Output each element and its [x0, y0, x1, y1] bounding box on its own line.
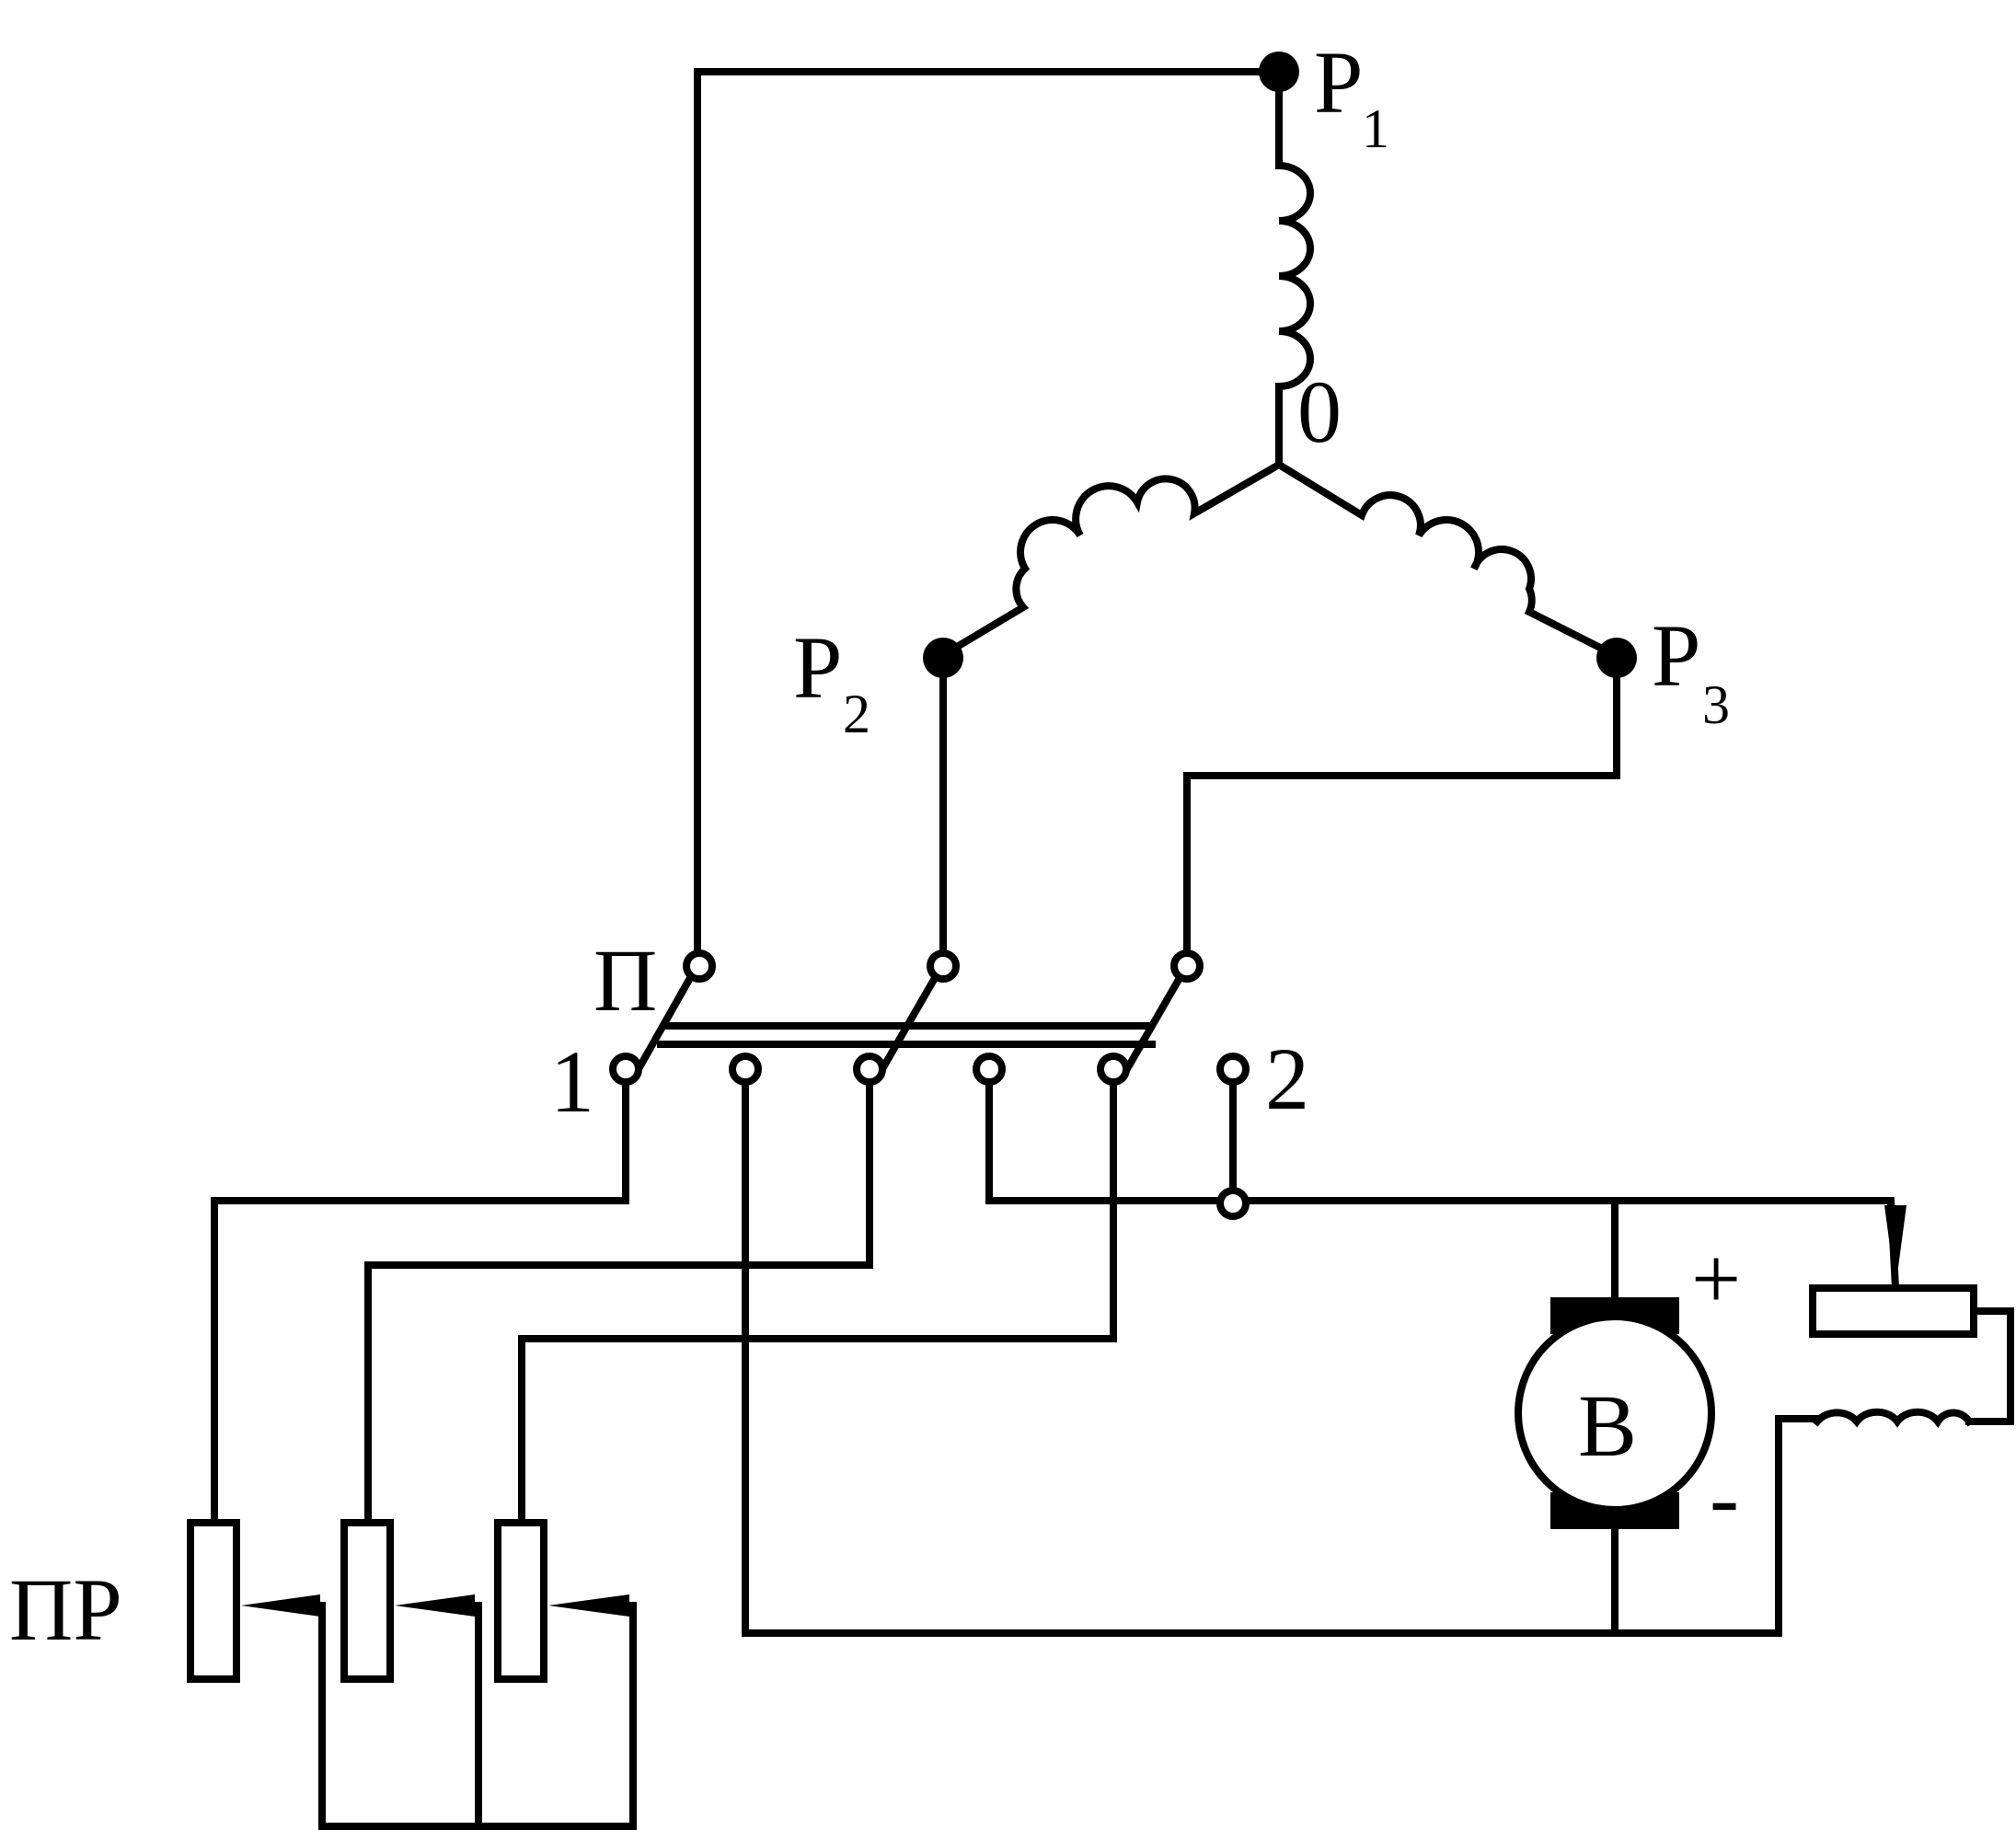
wire-contact-1a	[211, 1078, 629, 1526]
label-neutral: 0	[1297, 363, 1342, 461]
switch-blade-1	[634, 973, 696, 1073]
winding-p3	[1273, 459, 1620, 661]
wire-contact-2a	[364, 1078, 873, 1526]
generator-body	[1515, 1313, 1715, 1513]
switch-p	[609, 950, 1250, 1086]
contact-2a	[853, 1053, 886, 1086]
resistor-group	[187, 1519, 637, 1830]
label-position-1: 1	[550, 1032, 594, 1131]
field-wire-right	[1965, 1307, 2014, 1425]
contact-2b	[973, 1053, 1006, 1086]
winding-p2	[938, 459, 1284, 661]
resistor-1	[187, 1519, 240, 1683]
field-rheostat	[1809, 1284, 1977, 1338]
slider-2-wire	[475, 1602, 637, 1830]
switch-pivot-2	[927, 950, 960, 983]
contact-3b	[1216, 1053, 1250, 1086]
slider-1-wire	[318, 1602, 482, 1830]
resistor-3	[494, 1519, 547, 1683]
star-windings	[923, 52, 1637, 678]
label-p1: P	[1314, 33, 1363, 132]
contact-1a	[609, 1053, 642, 1086]
field-coil	[1812, 1408, 1975, 1429]
label-plus: +	[1691, 1229, 1741, 1328]
wire-p3-to-switch	[1183, 654, 1620, 951]
switch-pivot-3	[1170, 950, 1204, 983]
junction-node	[1216, 1187, 1250, 1220]
resistor-2	[340, 1519, 394, 1683]
field-circuit	[1809, 1205, 2014, 1429]
feed-wires	[694, 68, 1620, 951]
wire-contact-3a	[518, 1078, 1117, 1526]
winding-p1	[1275, 70, 1314, 468]
wire-contact-1b	[742, 1078, 1821, 1637]
wire-contact-2b	[985, 1078, 1224, 1204]
contact-3a	[1097, 1053, 1130, 1086]
label-p3: P	[1652, 606, 1700, 705]
switch-pivot-1	[683, 950, 716, 983]
rheostat-arrow	[1884, 1205, 1907, 1288]
label-p1-sub: 1	[1362, 98, 1389, 159]
contact-1b	[729, 1053, 762, 1086]
wire-p1-to-switch	[694, 68, 1283, 951]
label-p2-sub: 2	[843, 684, 870, 744]
label-position-2: 2	[1265, 1030, 1309, 1128]
switch-blade-3	[1123, 973, 1185, 1073]
generator-b	[1515, 1297, 1715, 1529]
label-minus: -	[1710, 1448, 1739, 1547]
wire-main-bus	[1242, 1197, 1900, 1293]
label-generator: B	[1578, 1376, 1637, 1475]
label-p3-sub: 3	[1702, 674, 1730, 735]
label-p2: P	[793, 618, 842, 717]
label-resistors: ПР	[9, 1560, 122, 1659]
switch-blade-2	[878, 973, 940, 1073]
label-switch: П	[593, 931, 657, 1030]
